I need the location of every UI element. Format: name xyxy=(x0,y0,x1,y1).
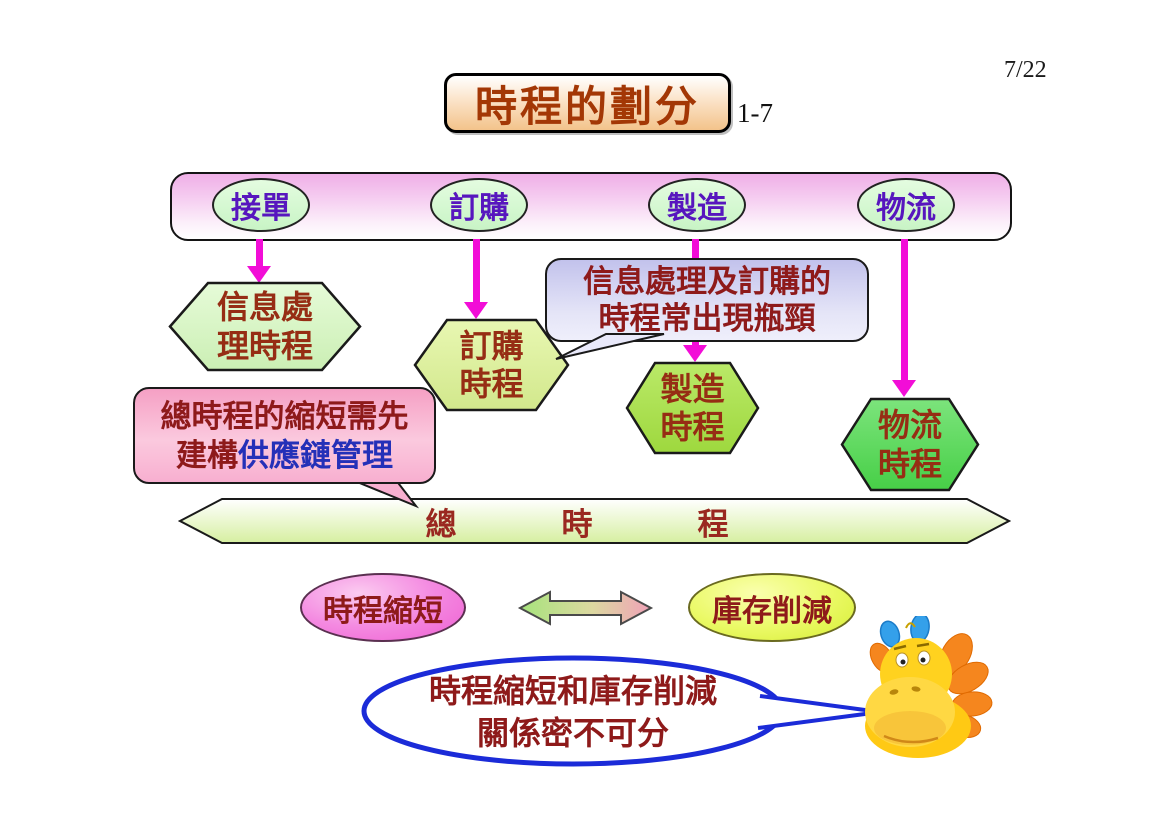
stage-label: 接單 xyxy=(231,192,291,225)
hexagon-shape xyxy=(840,397,980,492)
dragon-mascot-icon xyxy=(865,616,993,758)
hexagon-shape xyxy=(168,281,362,372)
arrow-shaft xyxy=(255,239,263,268)
hexagon-shape xyxy=(625,361,760,455)
callout-supply-chain: 總時程的縮短需先 建構供應鏈管理 xyxy=(133,387,436,484)
oval-label: 庫存削減 xyxy=(712,594,832,628)
arrow-head xyxy=(892,380,916,397)
hexagon-label: 物流 時程 xyxy=(840,397,980,492)
stage-oval-manufacturing: 製造 xyxy=(648,178,746,232)
hexagon-label-line: 時程 xyxy=(660,409,725,445)
callout-line: 信息處理及訂購的 xyxy=(583,264,831,299)
stage-oval-order-receiving: 接單 xyxy=(212,178,310,232)
hexagon-label-line: 製造 xyxy=(660,370,725,407)
hexagon-logistics-time: 物流 時程 xyxy=(840,397,980,492)
callout-line: 時程縮短和庫存削減 xyxy=(428,673,717,709)
title-box: 時程的劃分 xyxy=(444,73,731,133)
stage-oval-purchasing: 訂購 xyxy=(430,178,528,232)
slide-title: 時程的劃分 xyxy=(474,84,700,131)
hexagon-label: 製造 時程 xyxy=(625,361,760,455)
stage-label: 物流 xyxy=(876,192,936,225)
callout-bottleneck-tail xyxy=(555,333,665,360)
banner-label: 總時程 xyxy=(178,497,1011,545)
total-schedule-banner: 總時程 xyxy=(178,497,1011,545)
callout-text: 總時程的縮短需先 xyxy=(160,398,409,434)
hexagon-purchasing-time: 訂購 時程 xyxy=(413,318,570,412)
down-arrow-icon xyxy=(892,239,916,397)
down-arrow-icon xyxy=(247,239,271,283)
arrow-shaft xyxy=(472,239,480,304)
hexagon-label-line: 時程 xyxy=(877,445,942,482)
oval-schedule-shortening: 時程縮短 xyxy=(300,573,466,642)
down-arrow-icon xyxy=(464,239,488,319)
callout-conclusion-bubble xyxy=(361,655,881,767)
callout-line: 時程常出現瓶頸 xyxy=(598,301,816,336)
arrow-head xyxy=(247,266,271,283)
hexagon-label: 訂購 時程 xyxy=(413,318,570,412)
hexagon-info-processing-time: 信息處 理時程 xyxy=(168,281,362,372)
callout-text: 建構 xyxy=(176,437,238,473)
arrow-head xyxy=(683,345,707,362)
title-note: 1-7 xyxy=(737,98,773,128)
oval-label: 時程縮短 xyxy=(323,594,443,628)
callout-line: 關係密不可分 xyxy=(476,715,669,751)
oval-inventory-reduction: 庫存削減 xyxy=(688,573,856,642)
callout-bottleneck: 信息處理及訂購的 時程常出現瓶頸 xyxy=(545,258,869,342)
page-number: 7/22 xyxy=(1004,57,1047,83)
hexagon-label-line: 訂購 xyxy=(459,327,524,364)
stage-oval-logistics: 物流 xyxy=(857,178,955,232)
hexagon-label-line: 信息處 xyxy=(216,289,313,326)
double-arrow-icon xyxy=(517,590,654,626)
hexagon-label-line: 時程 xyxy=(459,366,524,402)
hexagon-label: 信息處 理時程 xyxy=(168,281,362,372)
hexagon-label-line: 理時程 xyxy=(216,327,313,364)
hexagon-manufacturing-time: 製造 時程 xyxy=(625,361,760,455)
arrow-head xyxy=(464,302,488,319)
stage-label: 製造 xyxy=(667,192,727,225)
banner-label-text: 總時程 xyxy=(425,506,834,542)
callout-line: 總時程的縮短需先 xyxy=(161,397,409,436)
callout-conclusion: 時程縮短和庫存削減 關係密不可分 xyxy=(393,670,753,754)
callout-line: 建構供應鏈管理 xyxy=(176,436,393,475)
hexagon-label-line: 物流 xyxy=(877,407,942,444)
arrow-shaft xyxy=(900,239,908,382)
callout-text-highlight: 供應鏈管理 xyxy=(238,437,393,473)
stage-label: 訂購 xyxy=(449,192,509,225)
hexagon-shape xyxy=(413,318,570,412)
banner-shape xyxy=(178,498,1011,544)
